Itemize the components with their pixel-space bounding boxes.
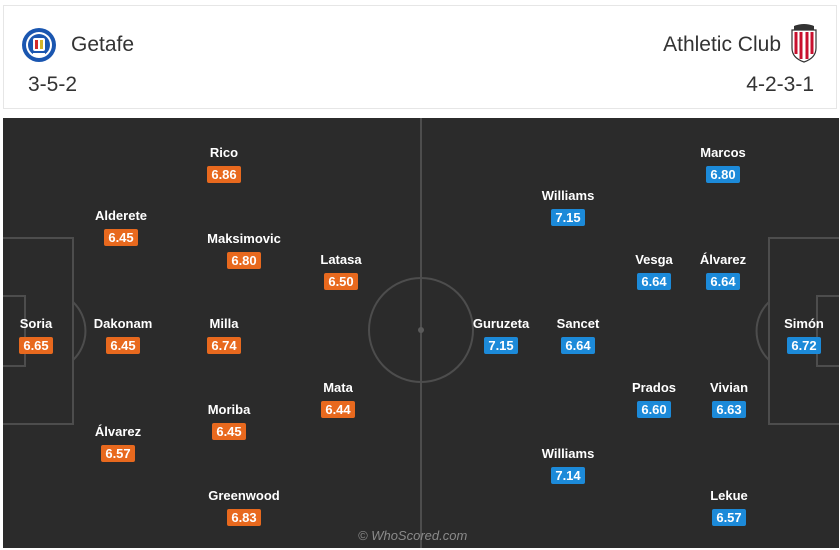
player-name: Maksimovic: [207, 231, 281, 246]
player-rating: 6.45: [106, 337, 140, 354]
away-player-vivian[interactable]: Vivian 6.63: [674, 380, 784, 419]
away-player-williams-1[interactable]: Williams 7.15: [513, 188, 623, 227]
player-rating: 6.80: [227, 252, 261, 269]
away-player-lekue[interactable]: Lekue 6.57: [674, 488, 784, 527]
athletic-club-crest-icon: [791, 24, 817, 63]
away-player-vesga[interactable]: Vesga 6.64: [599, 252, 709, 291]
home-player-milla[interactable]: Milla 6.74: [169, 316, 279, 355]
home-player-moriba[interactable]: Moriba 6.45: [174, 402, 284, 441]
player-name: Milla: [209, 316, 239, 331]
player-rating: 6.86: [207, 166, 241, 183]
home-player-dakonam[interactable]: Dakonam 6.45: [68, 316, 178, 355]
away-player-simon[interactable]: Simón 6.72: [749, 316, 839, 355]
player-name: Sancet: [556, 316, 600, 331]
player-name: Mata: [323, 380, 353, 395]
player-rating: 6.57: [712, 509, 746, 526]
player-name: Prados: [631, 380, 677, 395]
player-name: Greenwood: [208, 488, 280, 503]
player-name: Lekue: [710, 488, 748, 503]
player-rating: 6.60: [637, 401, 671, 418]
player-rating: 7.14: [551, 467, 585, 484]
pitch-lines: [3, 118, 839, 548]
away-player-prados[interactable]: Prados 6.60: [599, 380, 709, 419]
player-name: Rico: [209, 145, 239, 160]
home-team-name: Getafe: [71, 33, 135, 56]
player-name: Álvarez: [699, 252, 747, 267]
away-player-alvarez[interactable]: Álvarez 6.64: [668, 252, 778, 291]
home-formation: 3-5-2: [28, 73, 78, 96]
player-rating: 6.64: [637, 273, 671, 290]
player-rating: 6.72: [787, 337, 821, 354]
player-name: Álvarez: [94, 424, 142, 439]
player-name: Latasa: [320, 252, 362, 267]
home-player-alvarez[interactable]: Álvarez 6.57: [63, 424, 173, 463]
whoscored-watermark: © WhoScored.com: [358, 528, 468, 543]
away-formation: 4-2-3-1: [746, 73, 814, 96]
home-player-mata[interactable]: Mata 6.44: [283, 380, 393, 419]
player-rating: 6.63: [712, 401, 746, 418]
player-rating: 6.64: [706, 273, 740, 290]
player-rating: 6.45: [104, 229, 138, 246]
player-rating: 7.15: [484, 337, 518, 354]
home-player-rico[interactable]: Rico 6.86: [169, 145, 279, 184]
away-player-sancet[interactable]: Sancet 6.64: [523, 316, 633, 355]
match-header: Getafe 3-5-2 Athletic Club 4-2-3-1: [3, 5, 837, 109]
player-name: Moriba: [207, 402, 251, 417]
home-player-maksimovic[interactable]: Maksimovic 6.80: [189, 231, 299, 270]
player-name: Soria: [19, 316, 53, 331]
player-rating: 6.74: [207, 337, 241, 354]
player-rating: 6.50: [324, 273, 358, 290]
home-player-alderete[interactable]: Alderete 6.45: [66, 208, 176, 247]
player-rating: 6.44: [321, 401, 355, 418]
home-player-latasa[interactable]: Latasa 6.50: [286, 252, 396, 291]
player-name: Marcos: [700, 145, 746, 160]
player-rating: 6.80: [706, 166, 740, 183]
away-player-guruzeta[interactable]: Guruzeta 7.15: [446, 316, 556, 355]
player-name: Simón: [784, 316, 824, 331]
player-rating: 7.15: [551, 209, 585, 226]
player-name: Vivian: [709, 380, 749, 395]
player-rating: 6.57: [101, 445, 135, 462]
player-rating: 6.83: [227, 509, 261, 526]
away-player-williams-2[interactable]: Williams 7.14: [513, 446, 623, 485]
getafe-crest-icon: [22, 28, 56, 62]
player-name: Guruzeta: [472, 316, 530, 331]
away-player-marcos[interactable]: Marcos 6.80: [668, 145, 778, 184]
player-name: Williams: [541, 446, 595, 461]
home-player-soria[interactable]: Soria 6.65: [3, 316, 91, 355]
pitch: Soria 6.65 Alderete 6.45 Dakonam 6.45 Ál…: [3, 118, 839, 548]
home-player-greenwood[interactable]: Greenwood 6.83: [189, 488, 299, 527]
player-rating: 6.64: [561, 337, 595, 354]
away-team-name: Athletic Club: [663, 33, 781, 56]
player-rating: 6.65: [19, 337, 53, 354]
player-name: Dakonam: [93, 316, 153, 331]
player-name: Alderete: [94, 208, 148, 223]
player-name: Williams: [541, 188, 595, 203]
player-name: Vesga: [635, 252, 673, 267]
player-rating: 6.45: [212, 423, 246, 440]
